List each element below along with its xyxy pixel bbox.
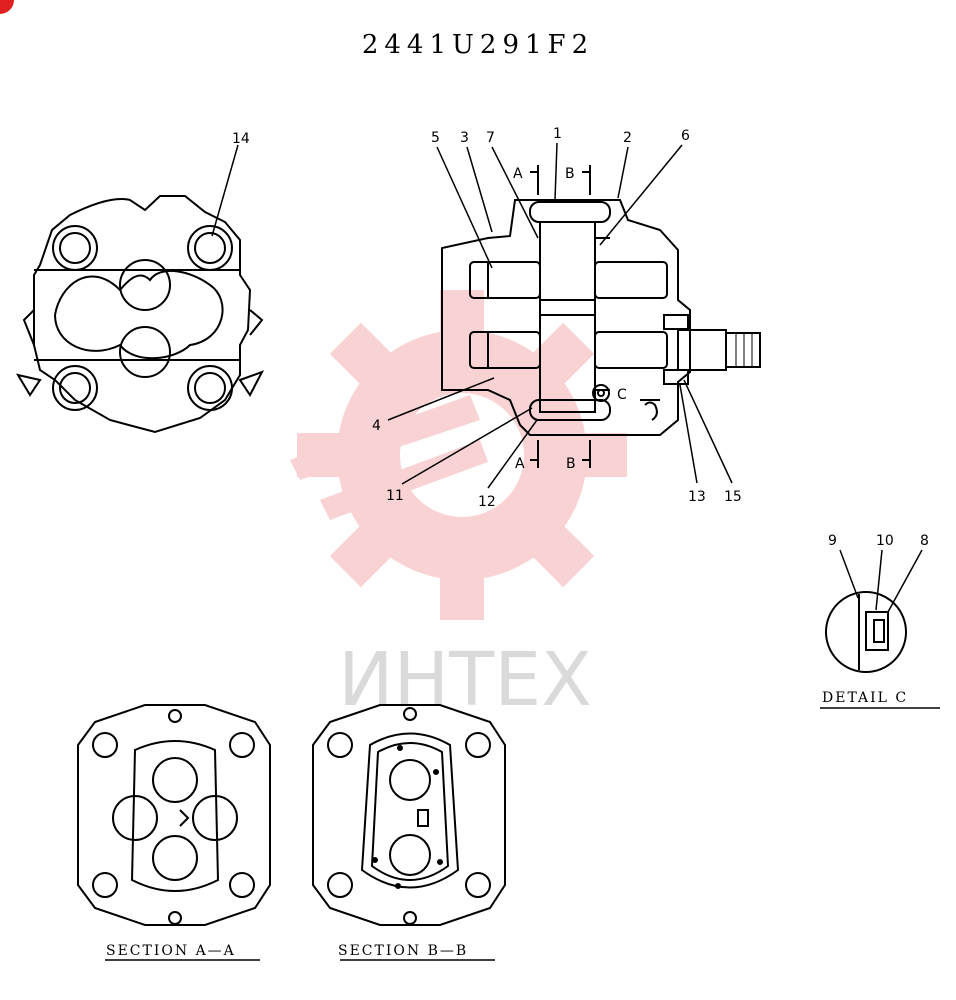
callout-10: 10 [876,533,894,549]
section-aa-view [77,704,271,961]
callout-12: 12 [478,494,496,510]
section-mark-a-bottom: A [515,456,525,472]
callout-13: 13 [688,489,706,505]
callout-14: 14 [232,131,250,147]
callout-4: 4 [372,418,381,434]
drawing-title: 2441U291F2 [361,30,595,60]
callout-8: 8 [920,533,929,549]
callout-1: 1 [553,126,562,142]
front-view [15,144,265,434]
watermark-logo [290,290,627,620]
callout-6: 6 [681,128,690,144]
caption-section-bb: SECTION B—B [338,943,468,959]
detail-c-view [820,549,940,709]
callout-2: 2 [623,130,632,146]
section-mark-b-bottom: B [566,456,576,472]
callout-11: 11 [386,488,404,504]
section-mark-b-top: B [565,166,575,182]
callout-3: 3 [460,130,469,146]
callout-5: 5 [431,130,440,146]
section-mark-a-top: A [513,166,523,182]
callout-7: 7 [486,130,495,146]
section-bb-view [312,704,506,961]
caption-section-aa: SECTION A—A [106,943,236,959]
watermark-text: ИНТЕХ [338,637,592,723]
callout-9: 9 [828,533,837,549]
leader-lines [387,142,733,489]
caption-detail-c: DETAIL C [822,690,908,706]
side-section-view [441,165,761,468]
callout-15: 15 [724,489,742,505]
corner-mark-icon [0,0,14,14]
detail-c-reference: C [617,387,627,403]
